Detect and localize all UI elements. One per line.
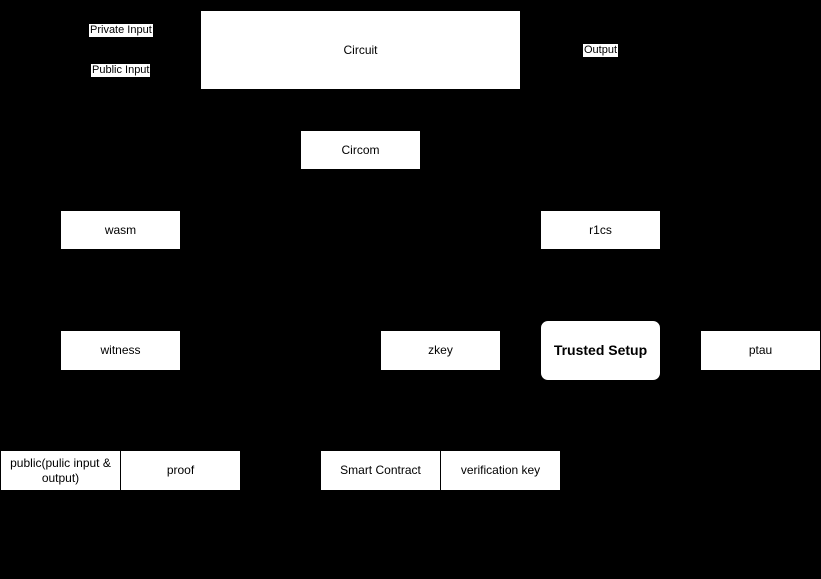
witness-node[interactable]: witness [60, 330, 181, 371]
proof-node[interactable]: proof [120, 450, 241, 491]
r1cs-node-label: r1cs [589, 222, 612, 237]
zkey-node[interactable]: zkey [380, 330, 501, 371]
circuit-node[interactable]: Circuit [200, 10, 521, 90]
public-node-label: public(pulic input & output) [10, 455, 111, 485]
trusted-setup-node[interactable]: Trusted Setup [540, 320, 661, 381]
r1cs-node[interactable]: r1cs [540, 210, 661, 250]
circom-node[interactable]: Circom [300, 130, 421, 170]
smart-contract-node[interactable]: Smart Contract [320, 450, 441, 491]
circom-node-label: Circom [341, 142, 380, 157]
output-label: Output [583, 44, 619, 57]
trusted-setup-node-label: Trusted Setup [553, 342, 648, 358]
private-input-label: Private Input [89, 24, 153, 37]
wasm-node[interactable]: wasm [60, 210, 181, 250]
smart-contract-node-label: Smart Contract [340, 463, 421, 477]
ptau-node[interactable]: ptau [700, 330, 821, 371]
public-input-label: Public Input [91, 64, 151, 77]
verification-key-node[interactable]: verification key [440, 450, 561, 491]
wasm-node-label: wasm [104, 222, 137, 237]
proof-node-label: proof [166, 463, 195, 477]
verification-key-node-label: verification key [460, 463, 541, 477]
circuit-node-label: Circuit [343, 42, 378, 57]
witness-node-label: witness [100, 343, 141, 357]
zkey-node-label: zkey [428, 343, 453, 357]
ptau-node-label: ptau [748, 343, 773, 357]
public-node[interactable]: public(pulic input & output) [0, 450, 121, 491]
